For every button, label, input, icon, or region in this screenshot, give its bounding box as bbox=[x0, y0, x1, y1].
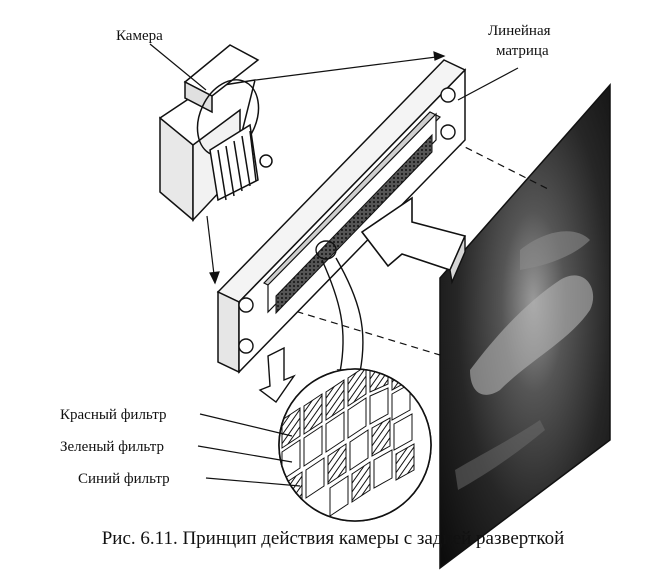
projection-lines bbox=[284, 141, 551, 356]
linear-matrix-label-line2: матрица bbox=[496, 43, 549, 59]
filter-leaders bbox=[197, 413, 301, 487]
camera-rays bbox=[206, 51, 446, 285]
scan-direction-arrow bbox=[258, 346, 296, 403]
figure-caption: Рис. 6.11. Принцип действия камеры с зад… bbox=[101, 528, 565, 549]
blue-filter-label: Синий фильтр bbox=[78, 471, 170, 487]
red-filter-label: Красный фильтр bbox=[60, 407, 166, 423]
camera-label: Камера bbox=[116, 28, 163, 44]
camera bbox=[159, 44, 273, 222]
incoming-light-arrow bbox=[360, 196, 467, 285]
green-filter-label: Зеленый фильтр bbox=[60, 439, 164, 455]
linear-matrix-label-line1: Линейная bbox=[488, 23, 551, 39]
filter-magnifier bbox=[278, 368, 432, 522]
label-leaders bbox=[149, 43, 519, 101]
linear-matrix-board bbox=[216, 59, 467, 374]
scene-image bbox=[439, 83, 611, 570]
